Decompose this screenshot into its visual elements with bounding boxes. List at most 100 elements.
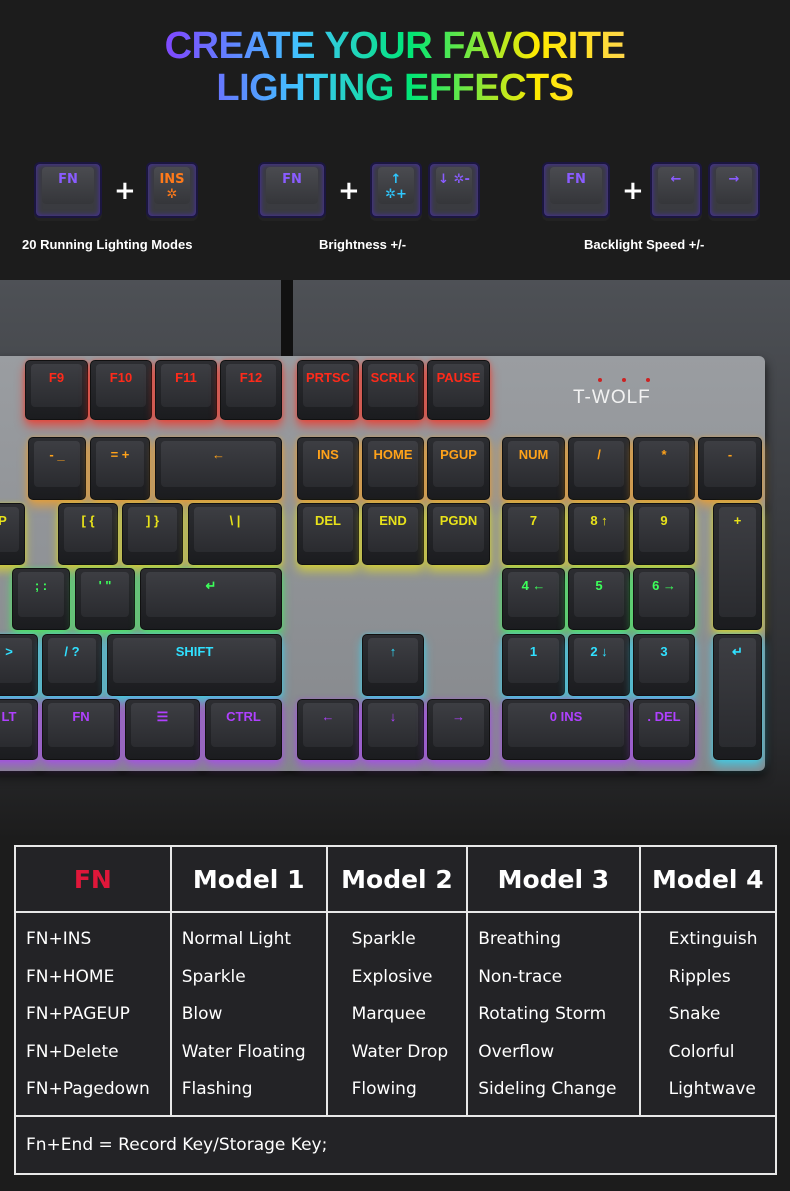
keycap-label: ↑ bbox=[368, 638, 418, 683]
table-cell: Snake bbox=[668, 1004, 721, 1024]
right-key: → bbox=[716, 167, 752, 204]
keycap-label: - _ bbox=[34, 441, 80, 487]
keycap: 1 bbox=[502, 634, 565, 696]
brand-logo: T-WOLF bbox=[573, 387, 651, 408]
keycap: P bbox=[0, 503, 25, 565]
keycap: 5 bbox=[568, 568, 630, 630]
keycap: ' " bbox=[75, 568, 135, 630]
keycap: 4 ← bbox=[502, 568, 565, 630]
keycap: ← bbox=[297, 699, 359, 760]
table-cell: Flashing bbox=[181, 1079, 253, 1099]
plus-icon: + bbox=[338, 176, 360, 206]
caption-speed: Backlight Speed +/- bbox=[584, 237, 705, 252]
keycap: ; : bbox=[12, 568, 70, 630]
table-cell: Explosive bbox=[351, 966, 433, 987]
header-model-1: Model 1 bbox=[169, 845, 328, 913]
keycap: NUM bbox=[502, 437, 565, 500]
keycap: 7 bbox=[502, 503, 565, 565]
header-model-4: Model 4 bbox=[638, 845, 778, 913]
keycap-label: 1 bbox=[508, 638, 559, 683]
table-note: Fn+End = Record Key/Storage Key; bbox=[14, 1114, 777, 1175]
table-cell: Sparkle bbox=[181, 966, 246, 987]
caption-brightness: Brightness +/- bbox=[319, 237, 407, 252]
keycap-label: → bbox=[433, 703, 484, 747]
keycap-label: F12 bbox=[226, 364, 276, 407]
keycap-label: > bbox=[0, 638, 32, 683]
keycap-label: ' " bbox=[81, 572, 129, 617]
keycap-label: 9 bbox=[639, 507, 689, 552]
up-key: ↑ ✲+ bbox=[378, 167, 414, 204]
header-model-3: Model 3 bbox=[466, 845, 641, 913]
keycap-label: ← bbox=[303, 703, 353, 747]
keycap: 6 → bbox=[633, 568, 695, 630]
keycap-label: 7 bbox=[508, 507, 559, 552]
table-cell: Colorful bbox=[668, 1041, 735, 1062]
table-cell: Sideling Change bbox=[478, 1079, 617, 1099]
keycap-label: PRTSC bbox=[303, 364, 353, 407]
keycap-label: SCRLK bbox=[368, 364, 418, 407]
keycap-label: 3 bbox=[639, 638, 689, 683]
keycap-label: DEL bbox=[303, 507, 353, 552]
table-cell: Blow bbox=[181, 1004, 223, 1024]
keycap: F10 bbox=[90, 360, 152, 420]
keycap: SHIFT bbox=[107, 634, 282, 696]
keycap: ↓ bbox=[362, 699, 424, 760]
table-cell: Rotating Storm bbox=[478, 1004, 607, 1024]
table-cell: FN+PAGEUP bbox=[26, 1004, 130, 1024]
keycap: ↵ bbox=[140, 568, 282, 630]
plus-icon: + bbox=[114, 176, 136, 206]
keyboard-cable bbox=[281, 280, 293, 358]
table-cell: FN+HOME bbox=[26, 966, 115, 987]
table-cell: Sparkle bbox=[351, 929, 416, 949]
keycap: ☰ bbox=[125, 699, 200, 760]
keycap: 8 ↑ bbox=[568, 503, 630, 565]
keycap: F12 bbox=[220, 360, 282, 420]
keycap-label: . DEL bbox=[639, 703, 689, 747]
keycap: F9 bbox=[25, 360, 88, 420]
keycap-label: ↓ bbox=[368, 703, 418, 747]
keycap-label: [ { bbox=[64, 507, 112, 552]
keycap-label: LT bbox=[0, 703, 32, 747]
table-cell: FN+INS bbox=[26, 929, 92, 949]
table-cell: Lightwave bbox=[668, 1079, 756, 1099]
keycap: / ? bbox=[42, 634, 102, 696]
header-fn: FN bbox=[14, 845, 172, 913]
keycap-label: ] } bbox=[128, 507, 177, 552]
keycap-label: CTRL bbox=[211, 703, 276, 747]
keycap-label: 2 ↓ bbox=[574, 638, 624, 683]
keycap-label: 8 ↑ bbox=[574, 507, 624, 552]
keycap-label: F10 bbox=[96, 364, 146, 407]
keycap: ] } bbox=[122, 503, 183, 565]
lighting-modes-table: FN Model 1 Model 2 Model 3 Model 4 FN+IN… bbox=[14, 845, 778, 1175]
keycap-label: SHIFT bbox=[113, 638, 276, 683]
table-cell: Overflow bbox=[478, 1041, 555, 1062]
keycap: ← bbox=[155, 437, 282, 500]
keycap-label: PGDN bbox=[433, 507, 484, 552]
keycap-label: NUM bbox=[508, 441, 559, 487]
keycap: END bbox=[362, 503, 424, 565]
keycap-label: = + bbox=[96, 441, 144, 487]
keycap: SCRLK bbox=[362, 360, 424, 420]
keycap-label: FN bbox=[48, 703, 114, 747]
keycap: - bbox=[698, 437, 762, 500]
keycap-label: END bbox=[368, 507, 418, 552]
keycap: - _ bbox=[28, 437, 86, 500]
plus-icon: + bbox=[622, 176, 644, 206]
down-key: ↓ ✲- bbox=[436, 167, 472, 204]
keycap: 0 INS bbox=[502, 699, 630, 760]
keycap: * bbox=[633, 437, 695, 500]
keycap: ↑ bbox=[362, 634, 424, 696]
keycap: 9 bbox=[633, 503, 695, 565]
ins-key: INS ✲ bbox=[154, 167, 190, 204]
keycap-label: 5 bbox=[574, 572, 624, 617]
keycap-label: 6 → bbox=[639, 572, 689, 617]
table-cell: Water Drop bbox=[351, 1041, 449, 1062]
keycap: PGDN bbox=[427, 503, 490, 565]
table-cell: Normal Light bbox=[181, 929, 292, 949]
keycap: > bbox=[0, 634, 38, 696]
table-cell: Marquee bbox=[351, 1004, 426, 1024]
